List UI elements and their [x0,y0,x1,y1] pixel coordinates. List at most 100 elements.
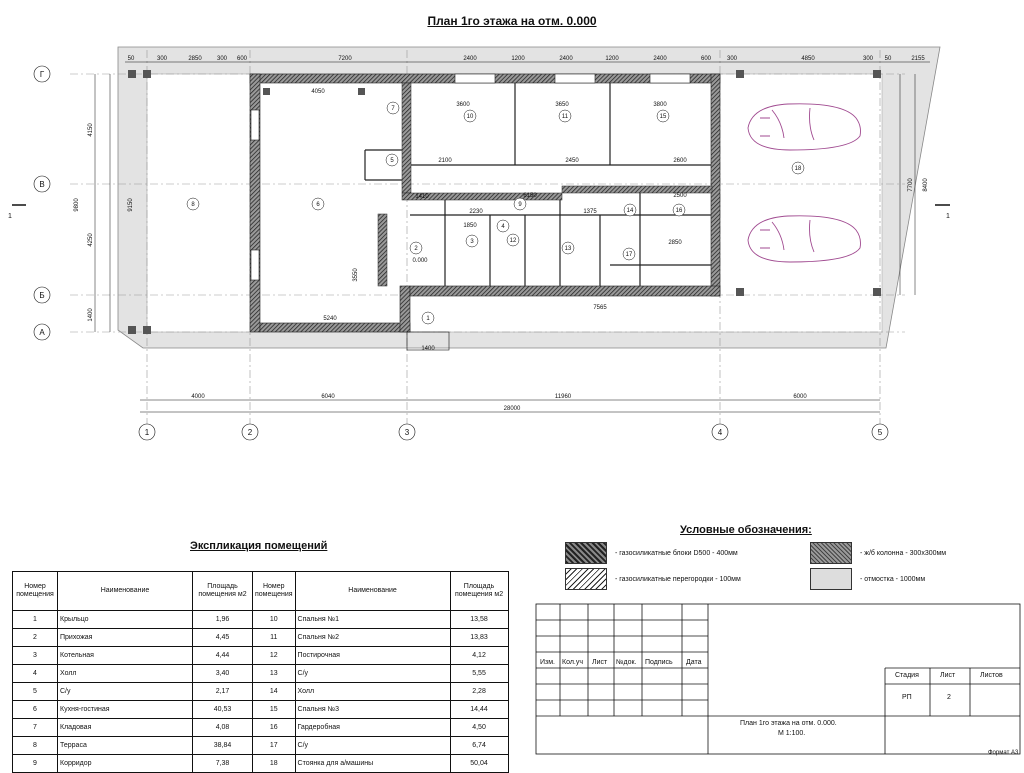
dim-label: 1200 [511,56,525,62]
stage-value: РП [902,694,912,701]
dim-label: 1200 [605,56,619,62]
dim-label: 2400 [653,56,667,62]
dim-label: 3800 [653,102,667,108]
dim-label: 5240 [323,316,337,322]
sheet-value: 2 [947,694,951,701]
axis-label: 3 [405,428,410,437]
dim-label: 1410 [415,194,429,200]
axis-label: 4 [718,428,723,437]
dim-label: 6040 [321,394,335,400]
dim-label: 7700 [908,178,914,192]
stamp-col: Изм. [540,659,555,666]
dim-label: 4000 [191,394,205,400]
dim-label: 7565 [593,305,607,311]
dim-label: 3650 [555,102,569,108]
room-number: 8 [191,202,195,208]
stamp-col: №док. [616,659,637,666]
axis-label: Г [40,70,45,79]
windows [250,73,691,281]
dim-label: 2230 [469,209,483,215]
axis-label: 1 [145,428,150,437]
dim-label: 50 [128,56,135,62]
dim-label: 4050 [311,89,325,95]
legend-label: - газосиликатные блоки D500 - 400мм [615,549,738,557]
room-number: 14 [627,208,634,214]
dim-label: 4250 [88,233,94,247]
room-number: 15 [660,114,667,120]
dim-label: 7200 [338,56,352,62]
axis-label: А [39,328,45,337]
columns [128,70,881,334]
stage-label: Стадия [895,672,919,679]
axis-label: В [39,180,44,189]
dim-label: 300 [217,56,228,62]
porch [406,331,450,351]
dim-label: 300 [157,56,168,62]
section-label: 1 [8,213,12,220]
plan-title: План 1го этажа на отм. 0.000 [427,14,597,28]
room-number: 7 [391,106,395,112]
dim-label: 1400 [421,346,435,352]
header-num: Номер помещения [252,571,296,611]
stamp-col: Подпись [645,659,673,666]
dim-label: 2850 [188,56,202,62]
explication-title: Экспликация помещений [190,540,328,552]
dim-label: 1375 [583,209,597,215]
dim-label: 300 [863,56,874,62]
side-dim-labels: 4150 4250 1400 9800 9150 7700 8400 [74,123,929,322]
legend-item: - газосиликатные перегородки - 100мм [565,568,741,590]
dim-label: 9800 [74,198,80,212]
scale: М 1:100. [778,730,806,737]
column-swatch-icon [810,542,852,564]
room-number: 12 [510,238,517,244]
format-label: Формат А3 [988,750,1019,756]
dim-label: 8400 [923,178,929,192]
car-icon [747,103,861,151]
legend-title: Условные обозначения: [680,524,812,536]
table-cell: 40,53 [192,700,253,719]
sheet-label: Лист [940,672,956,679]
room-number: 5 [390,158,394,164]
car-icon [747,215,861,263]
legend-label: - ж/б колонна - 300х300мм [860,549,947,557]
dim-label: 6150 [523,193,537,199]
dim-label: 300 [727,56,738,62]
dim-label: 50 [885,56,892,62]
axis-bubbles [33,65,889,441]
section-label: 1 [946,213,950,220]
dim-label: 600 [701,56,712,62]
room-number: 3 [470,239,474,245]
legend-label: - газосиликатные перегородки - 100мм [615,575,741,583]
section-labels: 1 1 [8,213,950,220]
partitions-swatch-icon [565,568,607,590]
dim-label: 1400 [88,308,94,322]
dim-label: 4850 [801,56,815,62]
top-dim-labels: 50 300 2850 300 600 7200 2400 1200 2400 … [128,56,926,62]
room-number: 18 [795,166,802,172]
dim-label: 2155 [911,56,925,62]
room-number: 16 [676,208,683,214]
level-mark: 0.000 [412,258,428,264]
total-dim-label: 28000 [504,406,521,412]
axis-labels: Г В Б А 1 2 3 4 5 [39,70,882,437]
axis-label: Б [39,291,44,300]
room-number: 11 [562,114,569,120]
dim-label: 4150 [88,123,94,137]
dim-label: 2850 [668,240,682,246]
stamp-col: Лист [592,659,608,666]
explication-table: Номер помещения Наименование Площадь пом… [12,571,509,773]
dim-label: 3550 [353,268,359,282]
dimension-lines [94,61,930,413]
dim-label: 3600 [456,102,470,108]
legend-item: - ж/б колонна - 300х300мм [810,542,946,564]
dim-label: 2450 [565,158,579,164]
interior-walls [377,82,713,287]
